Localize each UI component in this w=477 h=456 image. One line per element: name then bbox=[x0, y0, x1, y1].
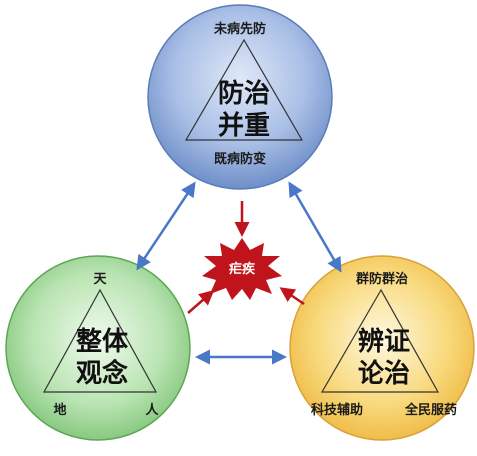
left-circle bbox=[5, 255, 191, 441]
top-label-top: 未病先防 bbox=[213, 21, 266, 37]
left-label-bottom-left: 地 bbox=[53, 402, 66, 418]
right-title-line2: 论治 bbox=[358, 359, 410, 389]
right-circle bbox=[289, 255, 475, 441]
top-title-line2: 并重 bbox=[218, 110, 270, 141]
top-label-bottom: 既病防变 bbox=[214, 151, 266, 167]
arrow-right-center bbox=[279, 287, 305, 306]
left-triangle bbox=[42, 288, 158, 393]
right-label-top: 群防群治 bbox=[356, 271, 408, 287]
top-circle bbox=[147, 4, 333, 190]
left-title-line1: 整体 bbox=[76, 326, 129, 357]
right-triangle bbox=[320, 288, 440, 393]
arrow-top-right bbox=[288, 181, 342, 273]
left-title-line2: 观念 bbox=[76, 358, 128, 389]
top-triangle bbox=[184, 38, 304, 141]
right-label-bottom-right: 全民服药 bbox=[404, 402, 457, 418]
right-title-line1: 辨证 bbox=[358, 327, 410, 357]
center-burst bbox=[202, 238, 282, 300]
right-label-bottom-left: 科技辅助 bbox=[311, 402, 363, 418]
arrow-top-left bbox=[136, 181, 196, 271]
arrow-left-center bbox=[187, 290, 215, 314]
left-label-bottom-right: 人 bbox=[145, 402, 159, 418]
top-title-line1: 防治 bbox=[218, 79, 270, 109]
center-label: 疟疾 bbox=[229, 261, 256, 277]
left-label-top: 天 bbox=[93, 272, 107, 287]
